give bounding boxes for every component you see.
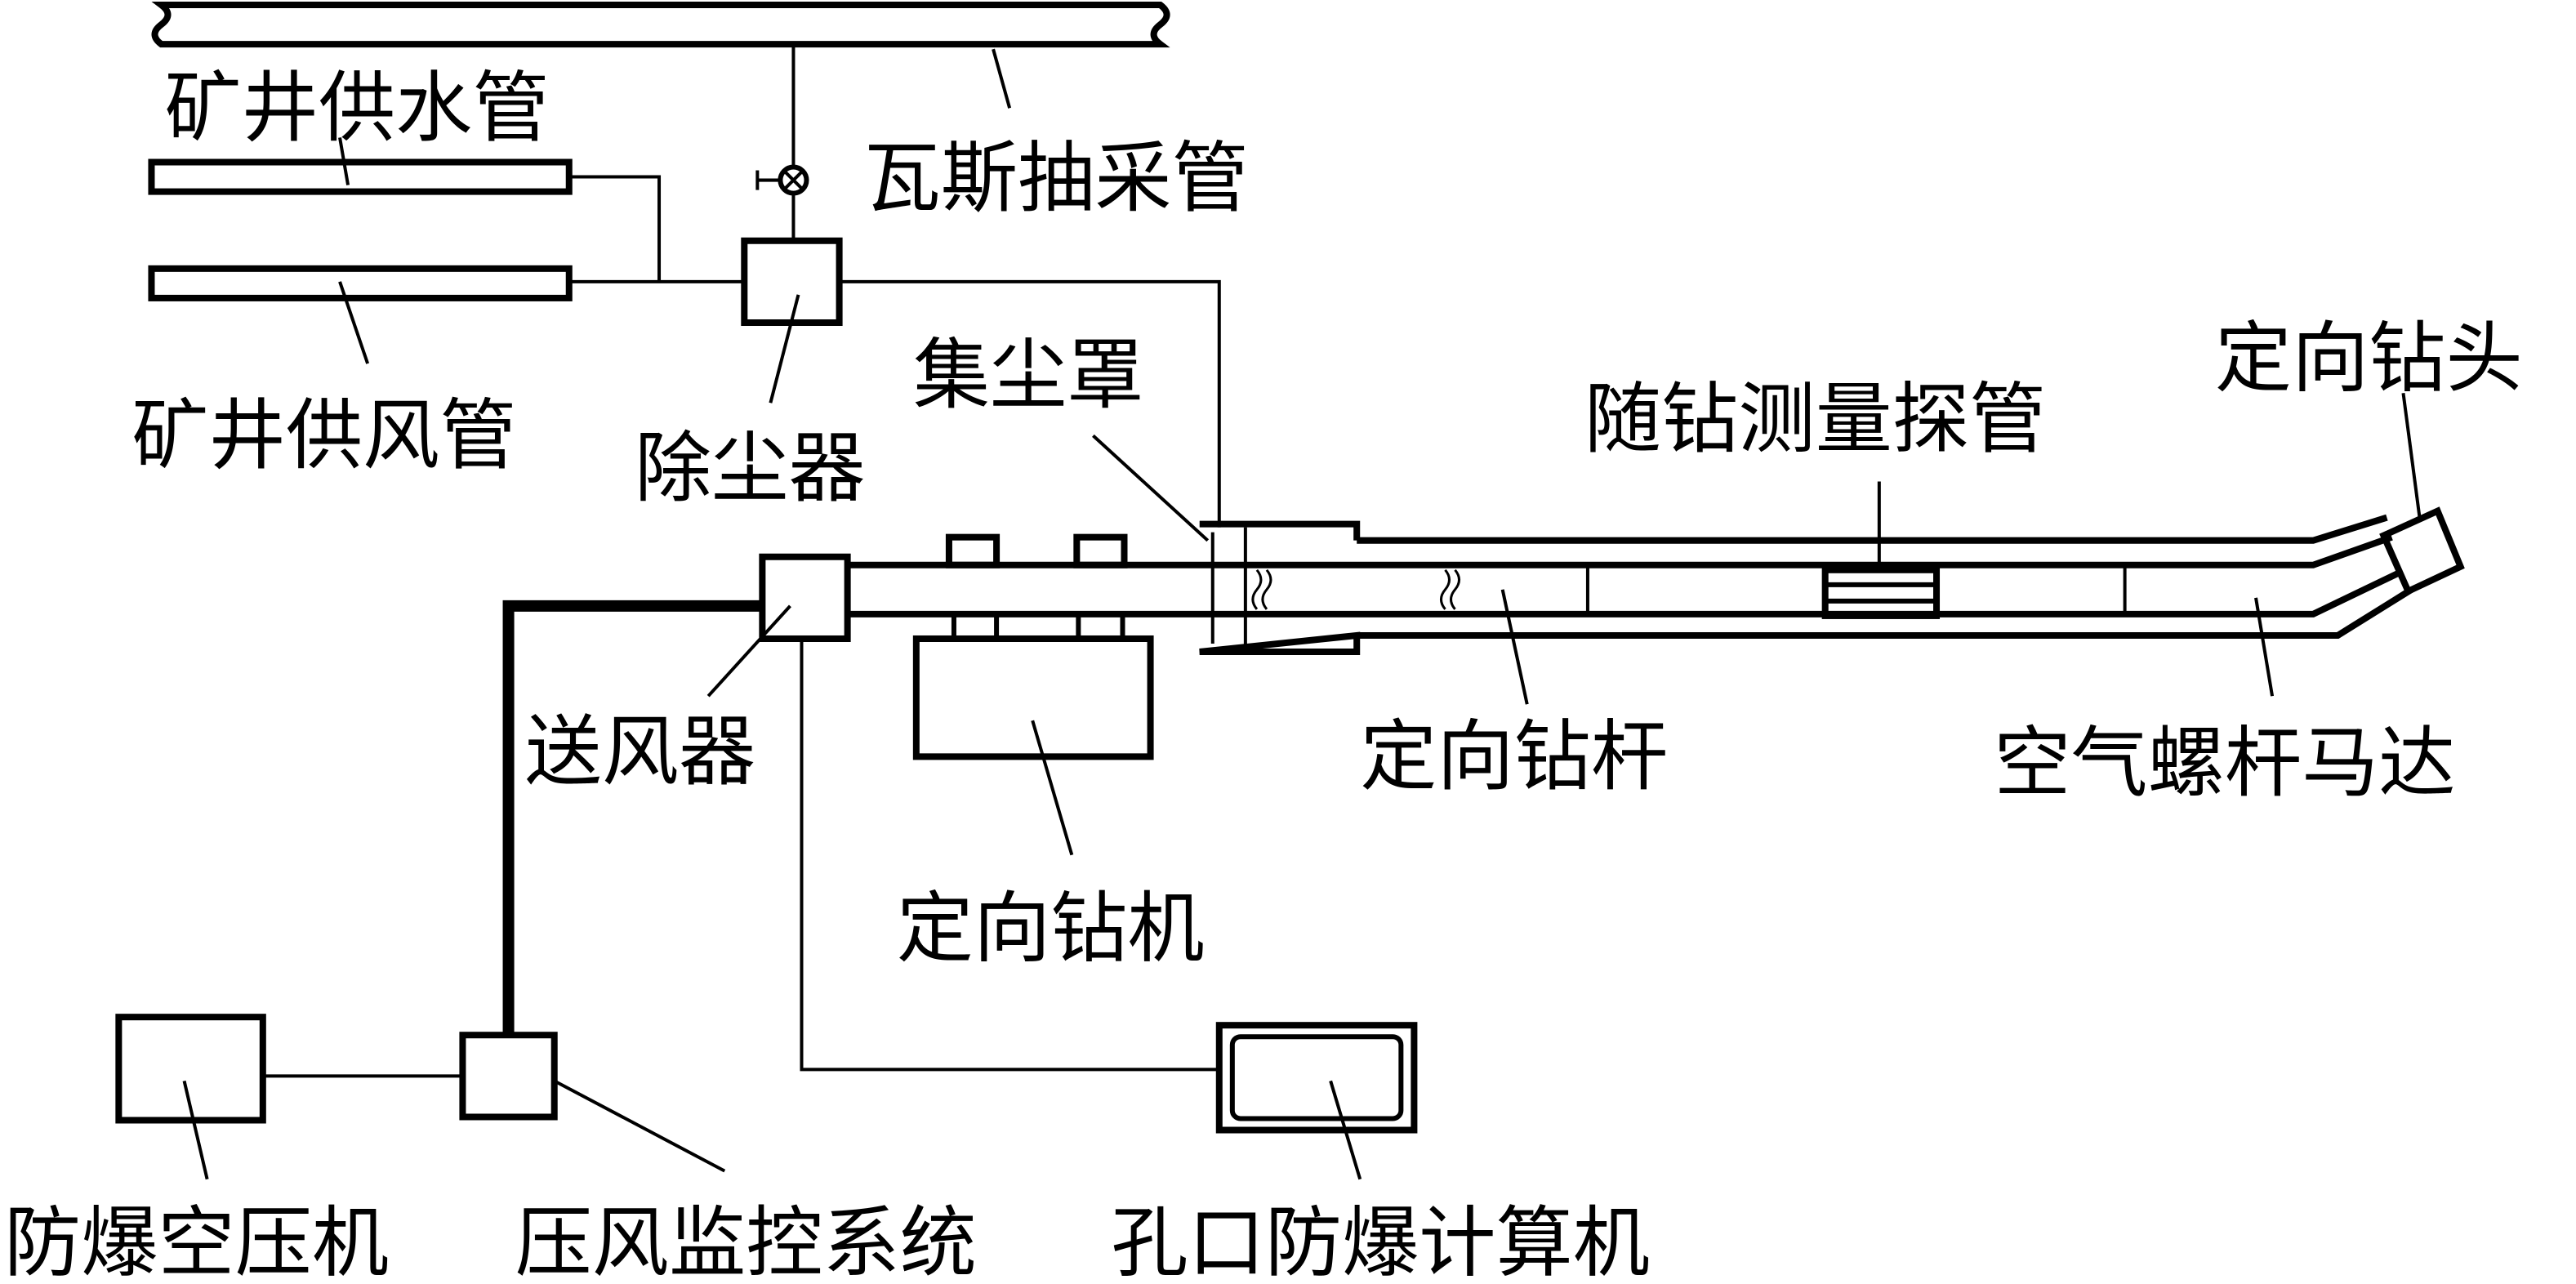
valve-icon (755, 164, 809, 196)
mwd-probe (1821, 566, 1941, 619)
air-monitor-box (459, 1032, 558, 1121)
label-drill-rig: 定向钻机 (897, 885, 1205, 974)
drill-rig (912, 533, 1154, 760)
label-air-monitor: 压风监控系统 (515, 1199, 977, 1284)
label-air-screw-motor: 空气螺杆马达 (1994, 719, 2455, 808)
label-dust-remover: 除尘器 (635, 425, 866, 514)
label-blower: 送风器 (525, 707, 756, 796)
blower (759, 553, 851, 643)
computer-box (1215, 1022, 1418, 1134)
gas-extraction-pipe (151, 2, 1170, 48)
compressed-air-line (502, 600, 763, 1036)
air-compressor-box (115, 1014, 266, 1124)
label-water-pipe: 矿井供水管 (165, 64, 550, 153)
dust-hood (1199, 520, 1361, 656)
leader-lines (182, 48, 2422, 1180)
drill-bit (2379, 506, 2465, 596)
air-pipe (148, 265, 573, 301)
dust-remover (741, 237, 843, 327)
water-pipe (148, 158, 573, 195)
label-dust-hood: 集尘罩 (913, 331, 1144, 420)
label-gas-pipe: 瓦斯抽采管 (864, 135, 1249, 224)
label-drill-rod: 定向钻杆 (1360, 712, 1668, 801)
label-air-pipe: 矿井供风管 (131, 391, 516, 480)
label-mwd-probe: 随钻测量探管 (1584, 375, 2046, 464)
label-computer: 孔口防爆计算机 (1111, 1199, 1650, 1284)
label-drill-bit: 定向钻头 (2215, 314, 2523, 403)
label-air-compressor: 防爆空压机 (4, 1199, 389, 1284)
